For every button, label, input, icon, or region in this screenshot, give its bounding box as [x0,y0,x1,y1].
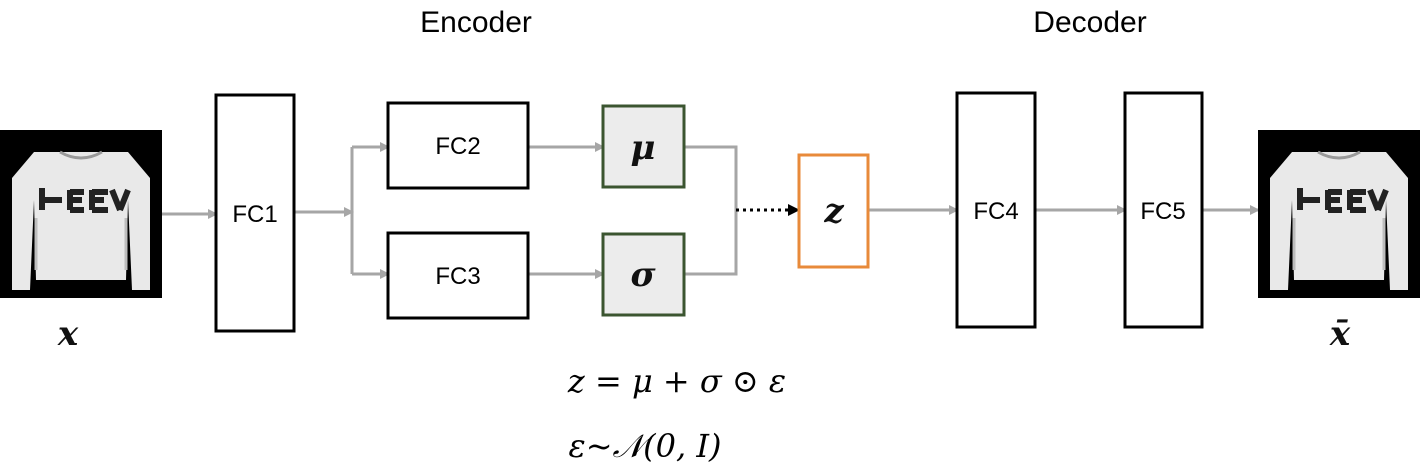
fc1-box [214,93,296,333]
fc2-label: FC2 [435,133,480,160]
input-image [0,130,162,298]
fc3-box [386,231,530,320]
sigma-box [601,232,686,317]
mu-box [601,104,686,189]
sigma-symbol: σ [630,255,656,295]
output-image [1258,130,1420,298]
connector-mu-sigma-merge [684,145,738,276]
encoder-heading: Encoder [420,6,532,39]
fc5-label: FC5 [1140,198,1185,225]
output-label: x̄ [1329,314,1351,354]
mu-symbol: μ [631,128,656,168]
z-symbol: z [823,191,844,231]
fc1-label: FC1 [232,201,277,228]
fc5-box [1123,91,1204,329]
z-box [797,153,870,269]
fc3-label: FC3 [435,263,480,290]
fc2-box [386,101,530,190]
fc4-box [955,91,1037,329]
fc4-label: FC4 [973,198,1018,225]
input-label: x [57,314,79,354]
decoder-heading: Decoder [1033,6,1146,39]
noise-distribution-equation: ε~𝒩(0, I) [569,427,722,465]
reparameterization-equation: z = μ + σ ⊙ ε [567,362,786,400]
